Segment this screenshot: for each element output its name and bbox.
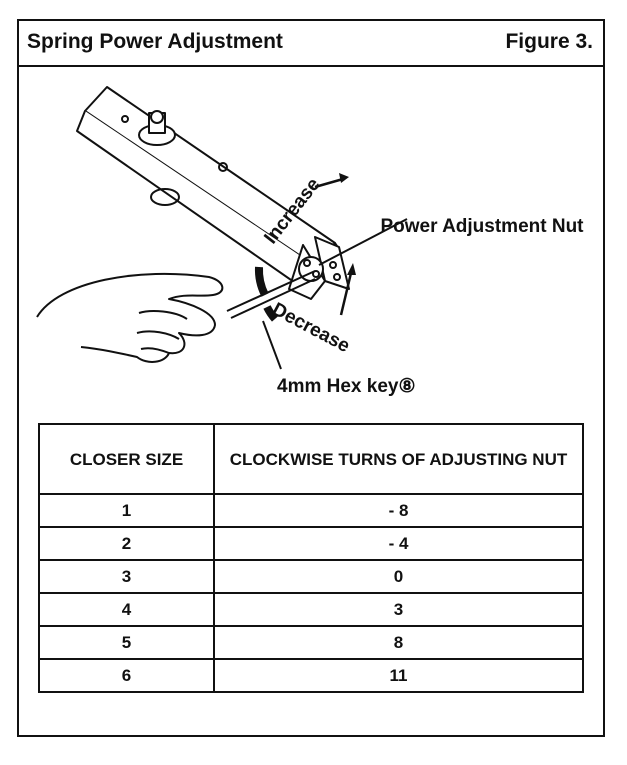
table-header-row: CLOSER SIZE CLOCKWISE TURNS OF ADJUSTING… [38, 423, 584, 495]
turns-cell: 0 [213, 559, 584, 594]
figure-number: Figure 3. [505, 30, 593, 53]
table-row: 2 - 4 [38, 526, 584, 561]
closer-drawing: Increase Decrease [36, 86, 408, 370]
table-row: 6 11 [38, 658, 584, 693]
closer-size-cell: 1 [38, 493, 215, 528]
figure-header: Spring Power Adjustment Figure 3. [19, 21, 603, 67]
closer-size-table: CLOSER SIZE CLOCKWISE TURNS OF ADJUSTING… [38, 423, 584, 693]
figure-frame: Spring Power Adjustment Figure 3. [17, 19, 605, 737]
closer-size-cell: 3 [38, 559, 215, 594]
decrease-label: Decrease [269, 299, 353, 357]
closer-size-cell: 5 [38, 625, 215, 660]
header-closer-size: CLOSER SIZE [38, 423, 215, 495]
closer-size-cell: 2 [38, 526, 215, 561]
turns-cell: 8 [213, 625, 584, 660]
turns-cell: - 4 [213, 526, 584, 561]
closer-size-cell: 6 [38, 658, 215, 693]
hex-key-label: 4mm Hex key⑧ [277, 376, 416, 397]
turns-cell: - 8 [213, 493, 584, 528]
table-row: 1 - 8 [38, 493, 584, 528]
closer-size-cell: 4 [38, 592, 215, 627]
table-row: 4 3 [38, 592, 584, 627]
turns-cell: 11 [213, 658, 584, 693]
header-clockwise-turns: CLOCKWISE TURNS OF ADJUSTING NUT [213, 423, 584, 495]
table-row: 5 8 [38, 625, 584, 660]
door-closer-illustration: Increase Decrease Power Adjustment Nut 4… [19, 67, 603, 407]
table-row: 3 0 [38, 559, 584, 594]
power-adjustment-nut-label: Power Adjustment Nut [380, 216, 584, 237]
figure-title: Spring Power Adjustment [27, 30, 283, 53]
turns-cell: 3 [213, 592, 584, 627]
